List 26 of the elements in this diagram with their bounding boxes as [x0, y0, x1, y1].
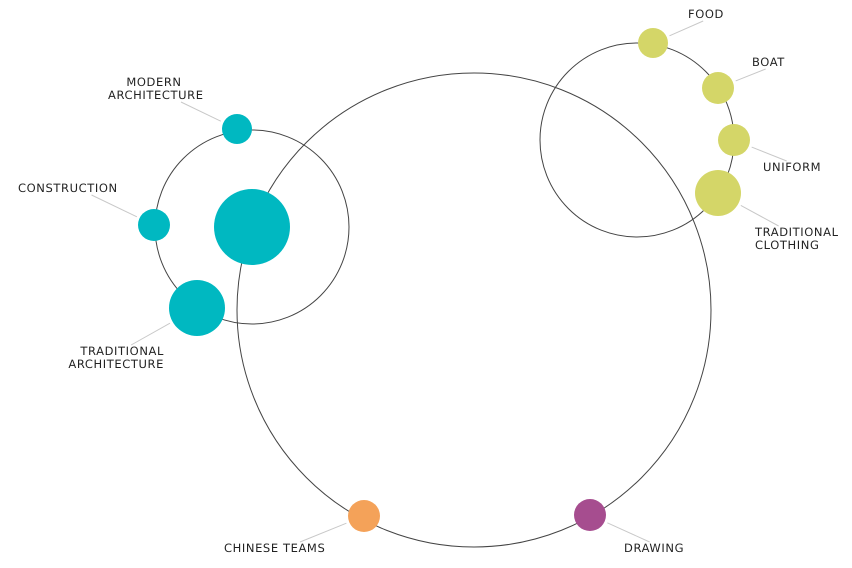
bubble-marker [695, 170, 741, 216]
category-label: MODERN ARCHITECTURE [108, 76, 200, 102]
category-label: TRADITIONAL ARCHITECTURE [52, 345, 164, 371]
bubble-marker [222, 114, 252, 144]
category-label: FOOD [688, 8, 748, 21]
bubble-marker [138, 209, 170, 241]
category-label: CHINESE TEAMS [224, 542, 344, 555]
category-label: UNIFORM [763, 161, 843, 174]
leader-line [300, 522, 347, 542]
category-label: CONSTRUCTION [18, 182, 138, 195]
leader-line [751, 146, 788, 162]
category-label: DRAWING [624, 542, 704, 555]
leader-line [606, 522, 650, 542]
leader-line [130, 322, 170, 346]
leader-line [735, 68, 766, 82]
leader-line [180, 102, 222, 122]
category-label: TRADITIONAL CLOTHING [755, 226, 850, 252]
category-label: BOAT [752, 56, 812, 69]
leader-line [668, 20, 704, 36]
leader-line [740, 204, 780, 226]
bubble-marker [702, 72, 734, 104]
bubble-marker [348, 500, 380, 532]
bubble-marker [574, 499, 606, 531]
bubble-marker [718, 124, 750, 156]
leader-line [91, 194, 138, 218]
bubble-marker [638, 28, 668, 58]
